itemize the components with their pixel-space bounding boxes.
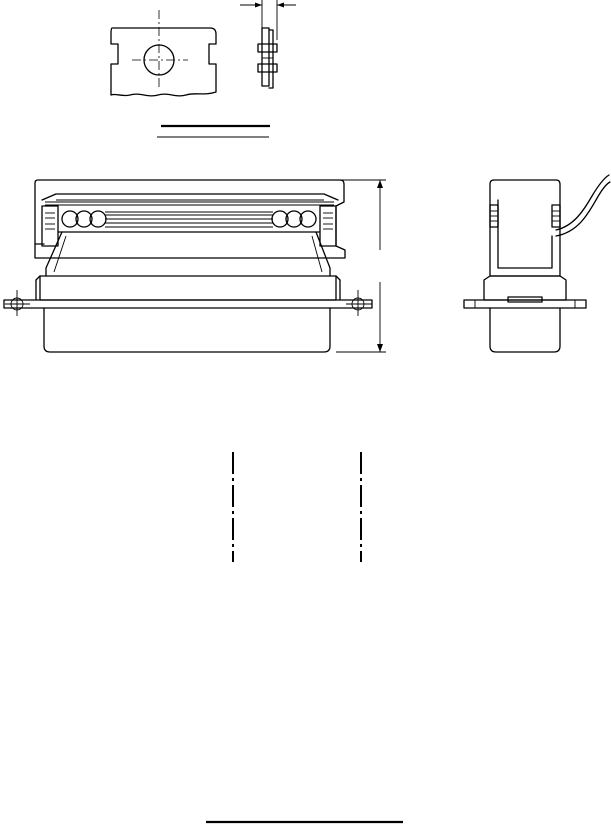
detail-title-underline [157, 124, 270, 138]
ferrule-side-detail [240, 0, 296, 89]
connector-hood-front-section [3, 179, 386, 353]
connector-hood-side-view [463, 174, 611, 353]
blank-centerlines [232, 452, 362, 562]
ferrule-detail [110, 10, 217, 97]
